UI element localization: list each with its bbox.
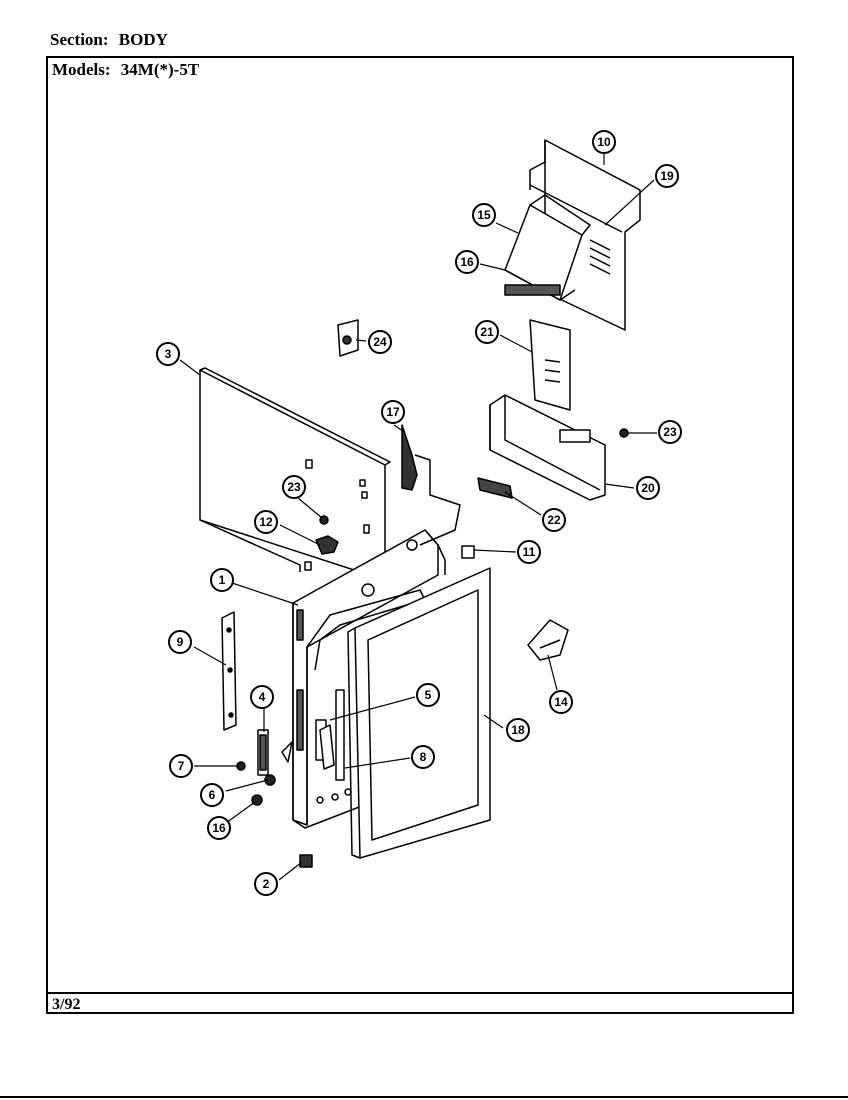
models-title: Models: 34M(*)-5T	[52, 60, 205, 80]
callout-22: 22	[542, 508, 566, 532]
callout-11: 11	[517, 540, 541, 564]
models-label: Models:	[52, 60, 111, 79]
svg-text:17: 17	[386, 405, 400, 419]
svg-text:18: 18	[511, 723, 525, 737]
svg-text:22: 22	[547, 513, 561, 527]
diagram-frame: Models: 34M(*)-5T 3/92	[46, 56, 794, 1014]
svg-text:15: 15	[477, 208, 491, 222]
svg-text:23: 23	[287, 480, 301, 494]
strip-part	[221, 611, 237, 731]
callout-6: 6	[200, 783, 224, 807]
callout-24: 24	[368, 330, 392, 354]
callout-7: 7	[169, 754, 193, 778]
svg-text:10: 10	[597, 135, 611, 149]
revision-date: 3/92	[52, 996, 81, 1013]
svg-text:14: 14	[554, 695, 568, 709]
svg-text:4: 4	[259, 690, 266, 704]
svg-text:1: 1	[219, 573, 226, 587]
terminal-block-part	[477, 477, 513, 499]
callout-2: 2	[254, 872, 278, 896]
section-value: BODY	[118, 30, 168, 49]
callout-16-top: 16	[455, 250, 479, 274]
bracket-part	[337, 319, 359, 357]
svg-text:23: 23	[663, 425, 677, 439]
svg-text:20: 20	[641, 481, 655, 495]
svg-text:3: 3	[165, 347, 172, 361]
callout-8: 8	[411, 745, 435, 769]
svg-text:11: 11	[523, 545, 536, 559]
clip-part	[315, 535, 339, 555]
wire-harness-part	[401, 424, 461, 546]
callout-4: 4	[250, 685, 274, 709]
svg-text:12: 12	[259, 515, 273, 529]
washer-part	[264, 774, 276, 786]
callout-16-bottom: 16	[207, 816, 231, 840]
callout-21: 21	[475, 320, 499, 344]
svg-text:24: 24	[373, 335, 387, 349]
callout-12: 12	[254, 510, 278, 534]
svg-text:2: 2	[263, 877, 270, 891]
svg-text:16: 16	[212, 821, 226, 835]
callout-9: 9	[168, 630, 192, 654]
top-housing-part	[504, 139, 641, 331]
svg-text:8: 8	[420, 750, 427, 764]
callout-15: 15	[472, 203, 496, 227]
callout-17: 17	[381, 400, 405, 424]
callout-23-right: 23	[658, 420, 682, 444]
page-bottom-rule	[0, 1096, 848, 1098]
callout-1: 1	[210, 568, 234, 592]
svg-text:6: 6	[209, 788, 216, 802]
door-panel-part	[347, 567, 491, 859]
latch-part	[257, 729, 293, 776]
callout-18: 18	[506, 718, 530, 742]
svg-text:9: 9	[177, 635, 184, 649]
svg-text:19: 19	[660, 169, 674, 183]
hinge-part	[319, 689, 345, 781]
callout-19: 19	[655, 164, 679, 188]
angle-bracket-part	[527, 619, 569, 661]
callout-5: 5	[416, 683, 440, 707]
callout-20: 20	[636, 476, 660, 500]
section-label: Section:	[50, 30, 109, 49]
svg-text:16: 16	[460, 255, 474, 269]
svg-text:5: 5	[425, 688, 432, 702]
base-tray-part	[489, 394, 606, 501]
callout-23-left: 23	[282, 475, 306, 499]
vertical-bracket-part	[529, 319, 571, 411]
callout-3: 3	[156, 342, 180, 366]
svg-text:21: 21	[480, 325, 494, 339]
cube-part	[461, 545, 475, 559]
section-title: Section: BODY	[50, 30, 174, 50]
callout-10: 10	[592, 130, 616, 154]
footer-divider	[48, 992, 792, 994]
callout-14: 14	[549, 690, 573, 714]
svg-text:7: 7	[178, 759, 185, 773]
models-value: 34M(*)-5T	[120, 60, 200, 79]
